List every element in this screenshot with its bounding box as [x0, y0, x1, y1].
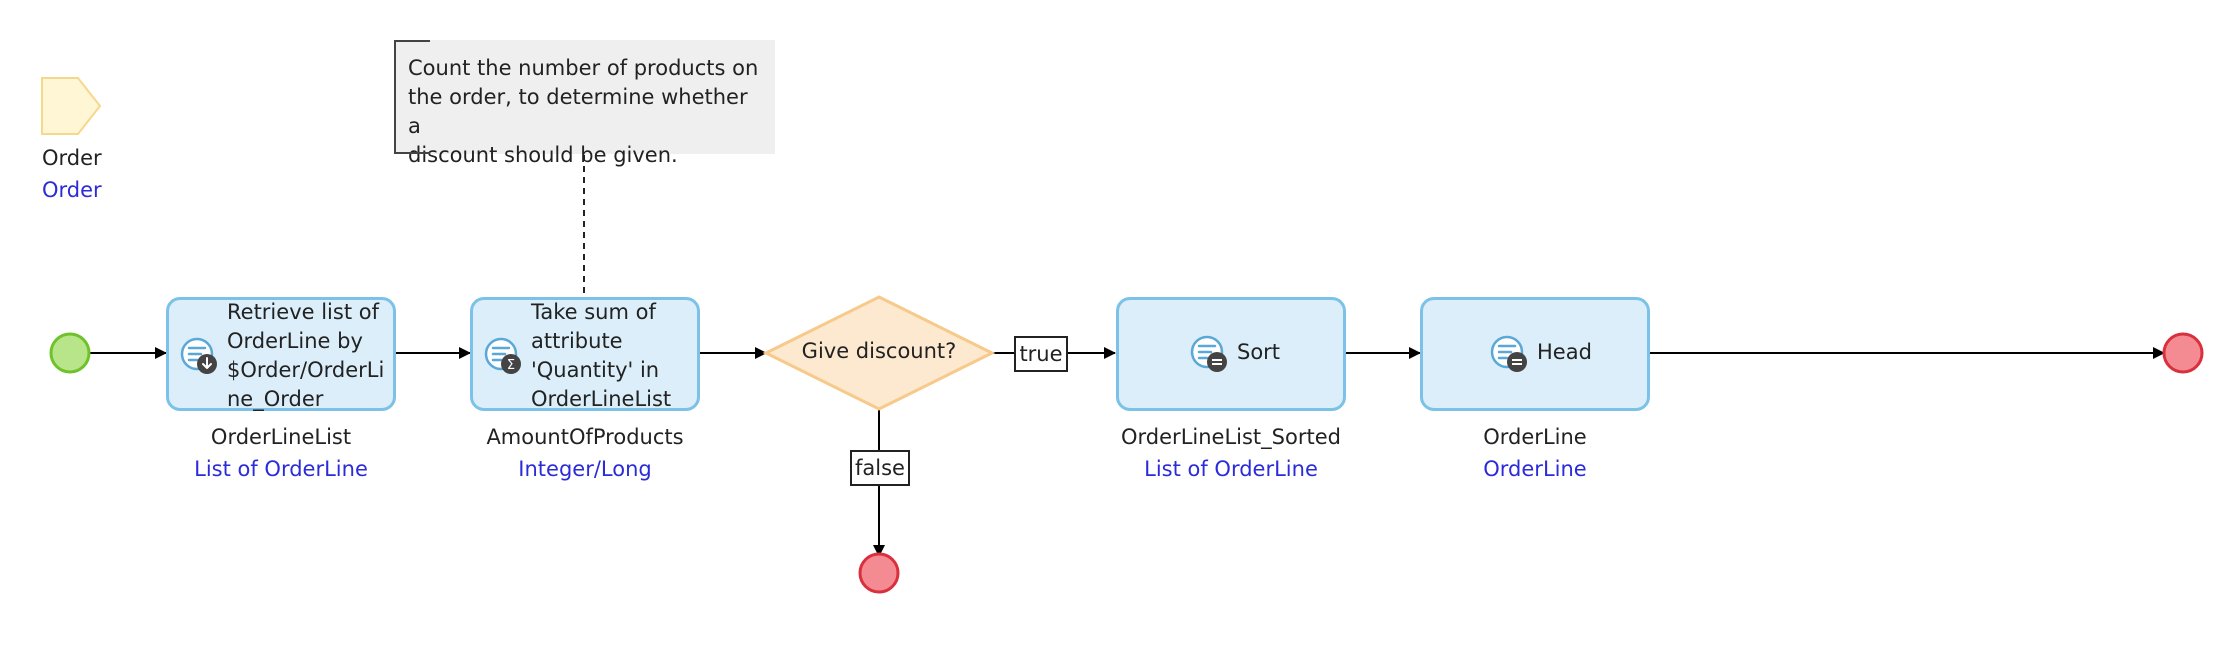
aggregate-line-2: attribute	[531, 329, 623, 353]
parameter-shape[interactable]	[41, 77, 102, 135]
aggregate-line-4: OrderLineList	[531, 387, 672, 411]
head-output-name: OrderLine	[1483, 425, 1587, 449]
start-event[interactable]	[49, 332, 91, 374]
retrieve-output-name: OrderLineList	[210, 425, 352, 449]
aggregate-line-1: Take sum of	[531, 300, 656, 324]
parameter-name: Order	[42, 146, 102, 170]
svg-text:Σ: Σ	[507, 358, 515, 373]
retrieve-output-type: List of OrderLine	[194, 457, 368, 481]
annotation-bracket	[394, 40, 430, 154]
false-flow-label[interactable]: false	[850, 450, 910, 486]
annotation-line-1: Count the number of products on	[408, 56, 759, 80]
sort-output-name: OrderLineList_Sorted	[1121, 425, 1341, 449]
retrieve-line-1: Retrieve list of	[227, 300, 379, 324]
sort-output-type: List of OrderLine	[1144, 457, 1318, 481]
aggregate-icon: Σ	[484, 337, 521, 374]
retrieve-line-4: ne_Order	[227, 387, 324, 411]
aggregate-line-3: 'Quantity' in	[531, 358, 660, 382]
retrieve-line-2: OrderLine by	[227, 329, 363, 353]
parameter-type: Order	[42, 178, 102, 202]
retrieve-icon	[180, 337, 217, 374]
list-operation-icon	[1490, 335, 1527, 372]
end-event-main[interactable]	[2162, 332, 2204, 374]
head-activity[interactable]: Head	[1420, 297, 1650, 411]
aggregate-output-type: Integer/Long	[518, 457, 652, 481]
aggregate-activity[interactable]: Σ Take sum of attribute 'Quantity' in Or…	[470, 297, 700, 411]
annotation-line-2: the order, to determine whether a	[408, 85, 748, 138]
retrieve-line-3: $Order/OrderLi	[227, 358, 385, 382]
head-output-type: OrderLine	[1483, 457, 1587, 481]
aggregate-output-name: AmountOfProducts	[486, 425, 684, 449]
retrieve-activity[interactable]: Retrieve list of OrderLine by $Order/Ord…	[166, 297, 396, 411]
head-label: Head	[1537, 340, 1592, 364]
list-operation-icon	[1190, 335, 1227, 372]
annotation-line-3: discount should be given.	[408, 143, 678, 167]
decision-shape[interactable]	[762, 295, 996, 411]
sort-activity[interactable]: Sort	[1116, 297, 1346, 411]
decision-label: Give discount?	[801, 339, 957, 363]
annotation-note[interactable]: Count the number of products on the orde…	[394, 40, 775, 167]
true-flow-label[interactable]: true	[1014, 336, 1068, 372]
sort-label: Sort	[1237, 340, 1281, 364]
end-event-false[interactable]	[858, 552, 900, 594]
